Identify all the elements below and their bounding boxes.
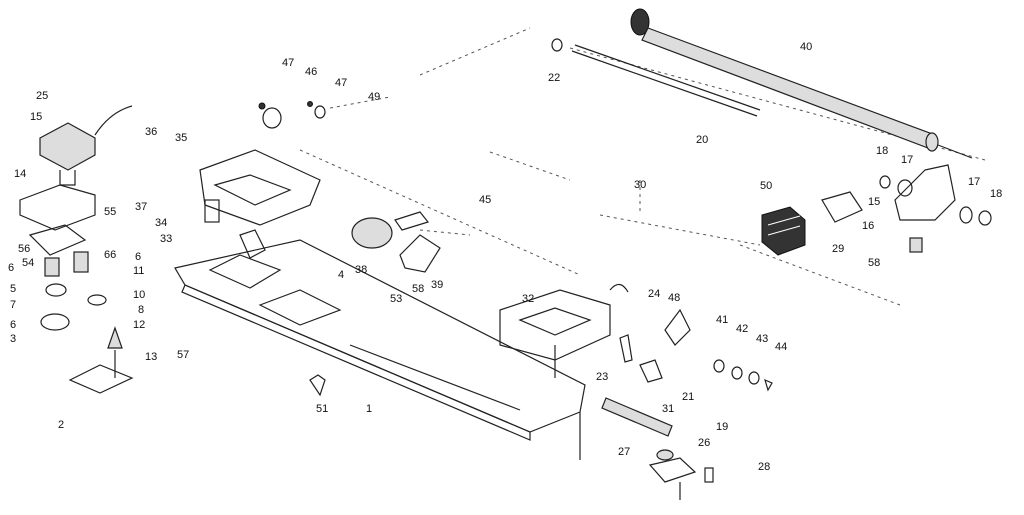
part-label-56: 56 xyxy=(18,243,30,255)
right-side-frame-part xyxy=(821,164,992,253)
motor-part xyxy=(39,105,133,186)
part-label-51: 51 xyxy=(316,403,328,415)
clip-part xyxy=(309,374,326,397)
part-label-11: 11 xyxy=(133,265,144,277)
part-label-18a: 18 xyxy=(876,145,888,157)
part-label-42: 42 xyxy=(736,323,748,335)
part-label-54: 54 xyxy=(22,257,34,269)
part-label-27: 27 xyxy=(618,446,630,458)
part-label-34: 34 xyxy=(155,217,167,229)
part-label-47a: 47 xyxy=(282,57,294,69)
part-label-35: 35 xyxy=(175,132,187,144)
part-label-28: 28 xyxy=(758,461,770,473)
left-gear-stack xyxy=(19,184,134,394)
part-label-17b: 17 xyxy=(968,176,980,188)
small-fasteners xyxy=(258,101,773,392)
part-label-20: 20 xyxy=(696,134,708,146)
part-label-5: 5 xyxy=(10,283,16,295)
part-label-7: 7 xyxy=(10,299,16,311)
part-label-41: 41 xyxy=(716,314,728,326)
part-label-23: 23 xyxy=(596,371,608,383)
part-label-45: 45 xyxy=(479,194,491,206)
part-label-13: 13 xyxy=(145,351,157,363)
print-head-part xyxy=(761,206,806,256)
part-label-2: 2 xyxy=(58,419,64,431)
part-label-12: 12 xyxy=(133,319,145,331)
part-label-57: 57 xyxy=(177,349,189,361)
part-label-36: 36 xyxy=(145,126,157,138)
part-label-24: 24 xyxy=(648,288,660,300)
part-label-37: 37 xyxy=(135,201,147,213)
base-frame-part xyxy=(174,239,586,460)
part-label-4: 4 xyxy=(338,269,344,281)
belt-and-pulley-part xyxy=(601,397,714,500)
part-label-10: 10 xyxy=(133,289,145,301)
part-label-32: 32 xyxy=(522,293,534,305)
part-label-48: 48 xyxy=(668,292,680,304)
part-label-6c: 6 xyxy=(135,251,141,263)
part-label-47b: 47 xyxy=(335,77,347,89)
lever-parts xyxy=(619,308,691,383)
part-label-14: 14 xyxy=(14,168,26,180)
part-label-22: 22 xyxy=(548,72,560,84)
part-label-31: 31 xyxy=(662,403,674,415)
part-label-38: 38 xyxy=(355,264,367,276)
part-label-30: 30 xyxy=(634,179,646,191)
print-mechanism-part xyxy=(351,211,441,273)
part-label-16: 16 xyxy=(862,220,874,232)
part-label-50: 50 xyxy=(760,180,772,192)
part-label-53: 53 xyxy=(390,293,402,305)
part-label-29: 29 xyxy=(832,243,844,255)
part-label-17a: 17 xyxy=(901,154,913,166)
part-label-39: 39 xyxy=(431,279,443,291)
part-label-8: 8 xyxy=(138,304,144,316)
part-label-1: 1 xyxy=(366,403,372,415)
part-label-43: 43 xyxy=(756,333,768,345)
shaft-part xyxy=(551,38,761,117)
part-label-15b: 15 xyxy=(30,111,42,123)
part-label-44: 44 xyxy=(775,341,787,353)
part-label-66: 66 xyxy=(104,249,116,261)
part-label-58a: 58 xyxy=(412,283,424,295)
part-label-3: 3 xyxy=(10,333,16,345)
part-label-58b: 58 xyxy=(868,257,880,269)
part-label-18b: 18 xyxy=(990,188,1002,200)
platen-roller-part xyxy=(630,8,973,159)
part-label-33: 33 xyxy=(160,233,172,245)
part-label-40: 40 xyxy=(800,41,812,53)
part-label-46: 46 xyxy=(305,66,317,78)
part-label-21: 21 xyxy=(682,391,694,403)
part-label-25: 25 xyxy=(36,90,48,102)
part-label-26: 26 xyxy=(698,437,710,449)
part-label-6b: 6 xyxy=(10,319,16,331)
bracket-assembly-part xyxy=(199,149,321,259)
part-label-6a: 6 xyxy=(8,262,14,274)
carriage-part xyxy=(499,283,629,378)
part-label-19: 19 xyxy=(716,421,728,433)
part-label-49: 49 xyxy=(368,91,380,103)
part-label-55: 55 xyxy=(104,206,116,218)
part-label-15a: 15 xyxy=(868,196,880,208)
part-number-labels: 1 2 3 4 5 6 6 6 7 8 10 11 12 13 14 15 15… xyxy=(8,41,1002,473)
